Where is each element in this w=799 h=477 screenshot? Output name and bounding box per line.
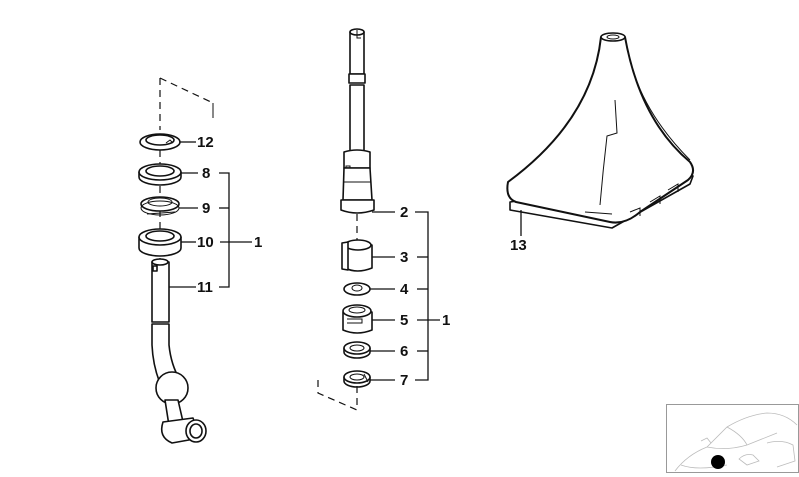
part-12-circlip[interactable] (139, 133, 181, 151)
part-3-sleeve[interactable] (341, 239, 373, 272)
vehicle-location-thumbnail[interactable] (666, 404, 799, 473)
part-5-bush[interactable] (342, 304, 373, 334)
callout-1-center-group: 1 (442, 312, 450, 329)
part-7-lock-ring[interactable] (343, 370, 371, 388)
location-marker-icon (711, 455, 725, 469)
car-outline-icon (674, 412, 798, 472)
part-11-shift-lever[interactable] (151, 258, 207, 444)
callout-3: 3 (400, 249, 408, 266)
callout-12: 12 (197, 134, 214, 151)
callout-10: 10 (197, 234, 214, 251)
part-13-shift-boot[interactable] (506, 32, 694, 229)
part-2-shaft[interactable] (340, 28, 375, 214)
callout-1-left-group: 1 (254, 234, 262, 251)
left-assembly: 12 8 9 10 11 1 (138, 77, 262, 444)
callout-5: 5 (400, 312, 408, 329)
callout-6: 6 (400, 343, 408, 360)
part-8-ring[interactable] (138, 163, 182, 186)
callout-7: 7 (400, 372, 408, 389)
callout-8: 8 (202, 165, 210, 182)
part-9-spring[interactable] (140, 196, 180, 216)
callout-4: 4 (400, 281, 409, 298)
part-6-ring[interactable] (343, 341, 371, 359)
center-assembly: 2 3 4 5 6 7 1 (317, 28, 450, 411)
callout-13: 13 (510, 237, 527, 254)
part-10-bush[interactable] (138, 228, 182, 257)
callout-9: 9 (202, 200, 210, 217)
dashed-guide-line (159, 77, 214, 104)
dashed-guide-line (317, 380, 358, 411)
part-4-washer[interactable] (343, 282, 371, 296)
callout-2: 2 (400, 204, 408, 221)
callout-11: 11 (197, 279, 213, 296)
